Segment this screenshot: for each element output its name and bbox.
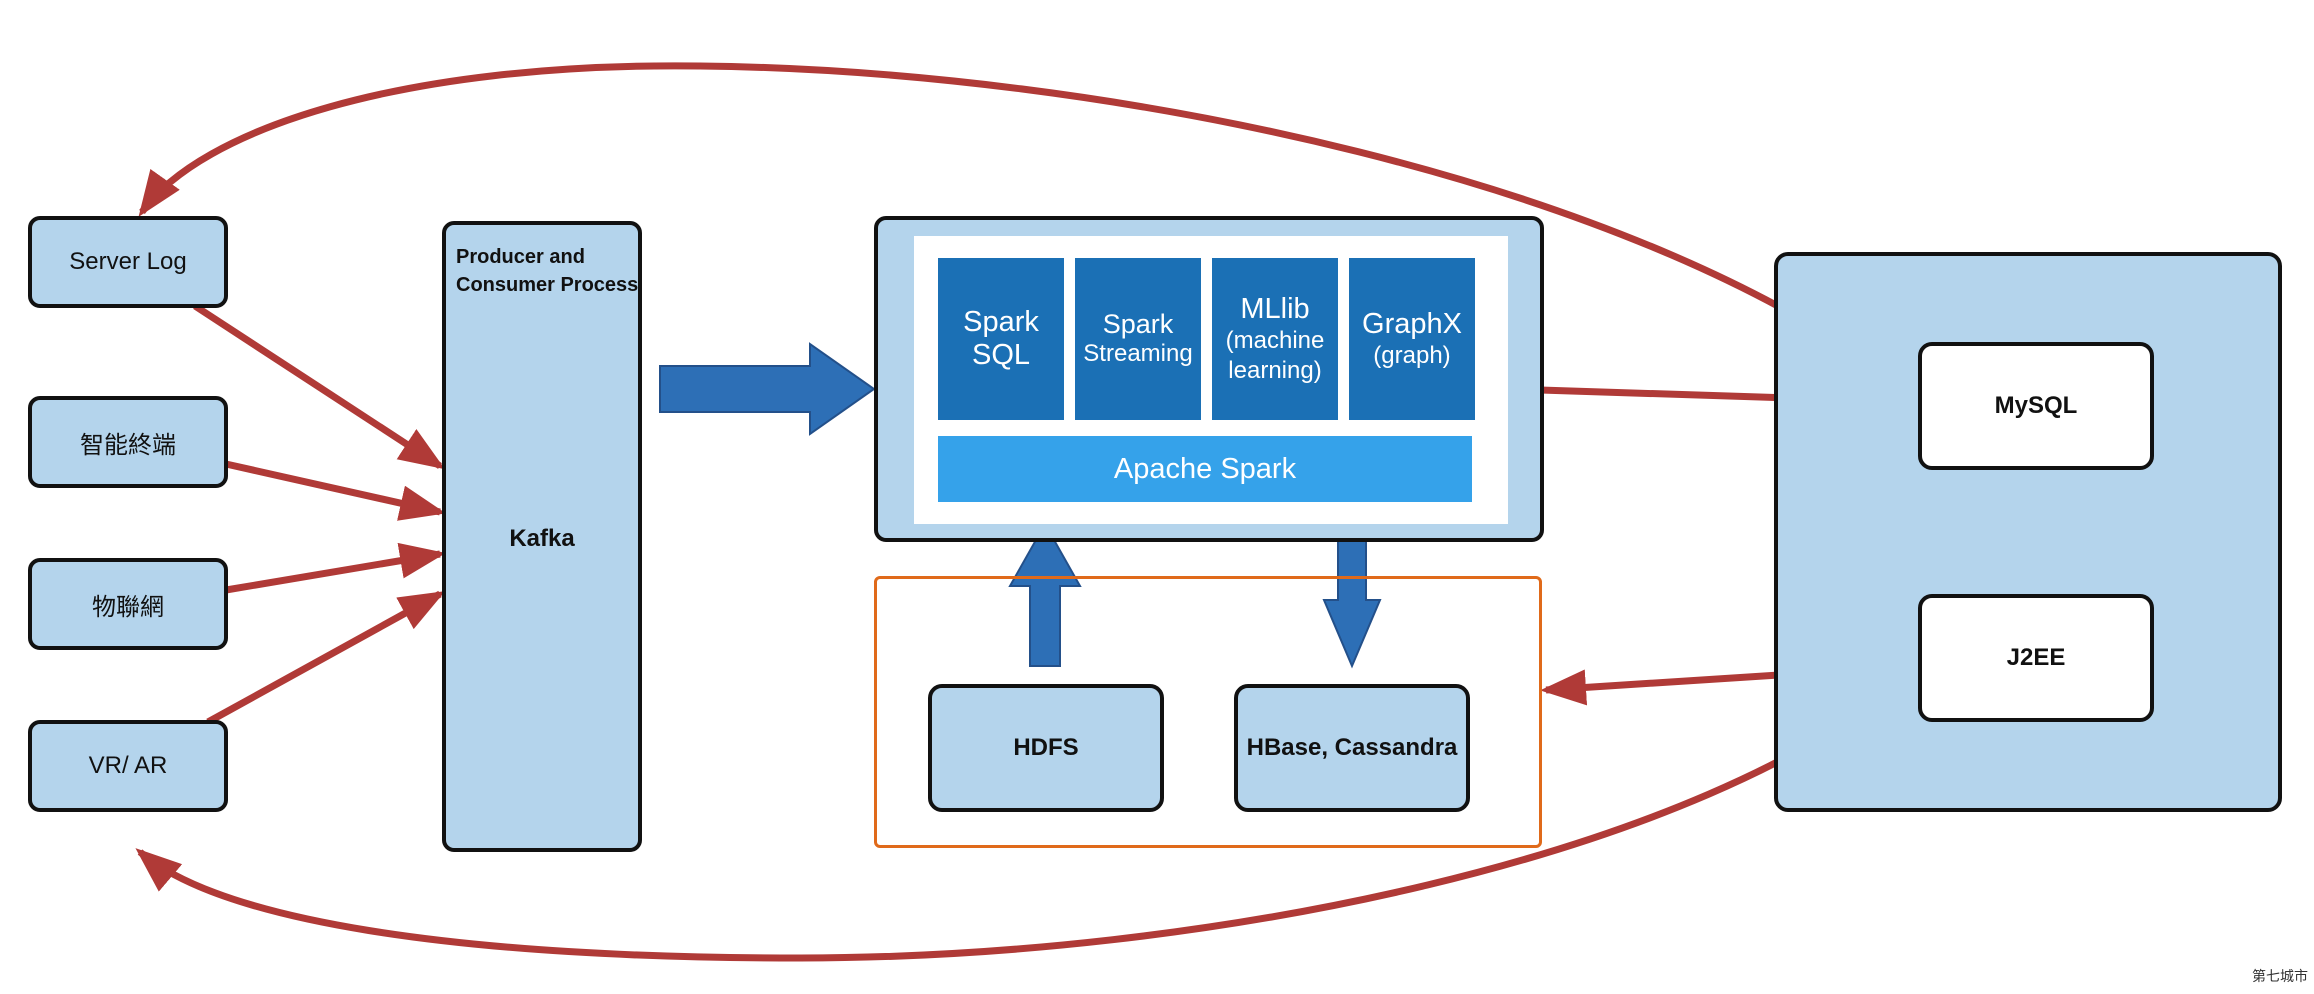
arrow-kafka-spark <box>659 342 876 436</box>
kafka-label: Kafka <box>509 525 575 552</box>
arrow-terminal-kafka <box>225 460 446 521</box>
arrow-hdfs-spark <box>1008 521 1082 667</box>
source-vr-ar-label: VR/ AR <box>88 752 168 779</box>
feedback-arrow-bottom <box>135 665 1923 962</box>
source-server-log-label: Server Log <box>69 248 187 275</box>
application-panel <box>1774 252 2282 812</box>
arrow-vrar-kafka <box>206 590 446 726</box>
source-vr-ar: VR/ AR <box>28 720 228 812</box>
source-iot-label: 物聯網 <box>92 593 164 621</box>
module-graphx: GraphX (graph) <box>1349 258 1475 420</box>
app-j2ee-label: J2EE <box>2006 644 2066 671</box>
feedback-arrow-top <box>138 62 1921 401</box>
module-spark-streaming: Spark Streaming <box>1075 258 1201 420</box>
kafka-caption: Producer and Consumer Process <box>456 246 639 296</box>
module-spark-sql-title: Spark SQL <box>963 306 1039 371</box>
source-server-log: Server Log <box>28 216 228 308</box>
storage-hbase-cassandra-label: HBase, Cassandra <box>1246 734 1458 761</box>
module-mllib-title: MLlib <box>1240 292 1310 325</box>
kafka-panel: Producer and Consumer Process Kafka <box>442 221 642 852</box>
arrow-serverlog-kafka <box>193 303 446 470</box>
storage-frame <box>874 576 1542 848</box>
apache-spark-core: Apache Spark <box>938 436 1472 502</box>
watermark: 第七城市 <box>2252 968 2308 984</box>
module-mllib-subtitle: (machine learning) <box>1225 326 1325 384</box>
storage-hbase-cassandra: HBase, Cassandra <box>1234 684 1470 812</box>
storage-hdfs: HDFS <box>928 684 1164 812</box>
source-iot: 物聯網 <box>28 558 228 650</box>
module-spark-streaming-title: Spark <box>1102 309 1174 339</box>
app-j2ee: J2EE <box>1918 594 2154 722</box>
source-smart-terminal: 智能終端 <box>28 396 228 488</box>
storage-hdfs-label: HDFS <box>1013 734 1079 761</box>
app-mysql-label: MySQL <box>1994 392 2078 419</box>
module-spark-sql: Spark SQL <box>938 258 1064 420</box>
app-mysql: MySQL <box>1918 342 2154 470</box>
spark-panel: Spark SQL Spark Streaming MLlib (machine… <box>874 216 1544 542</box>
module-spark-streaming-subtitle: Streaming <box>1083 340 1193 367</box>
spark-inner-panel: Spark SQL Spark Streaming MLlib (machine… <box>914 236 1508 524</box>
source-smart-terminal-label: 智能終端 <box>80 431 176 459</box>
module-mllib: MLlib (machine learning) <box>1212 258 1338 420</box>
module-graphx-title: GraphX <box>1362 307 1462 340</box>
module-graphx-subtitle: (graph) <box>1373 341 1451 369</box>
arrow-iot-kafka <box>225 542 446 594</box>
